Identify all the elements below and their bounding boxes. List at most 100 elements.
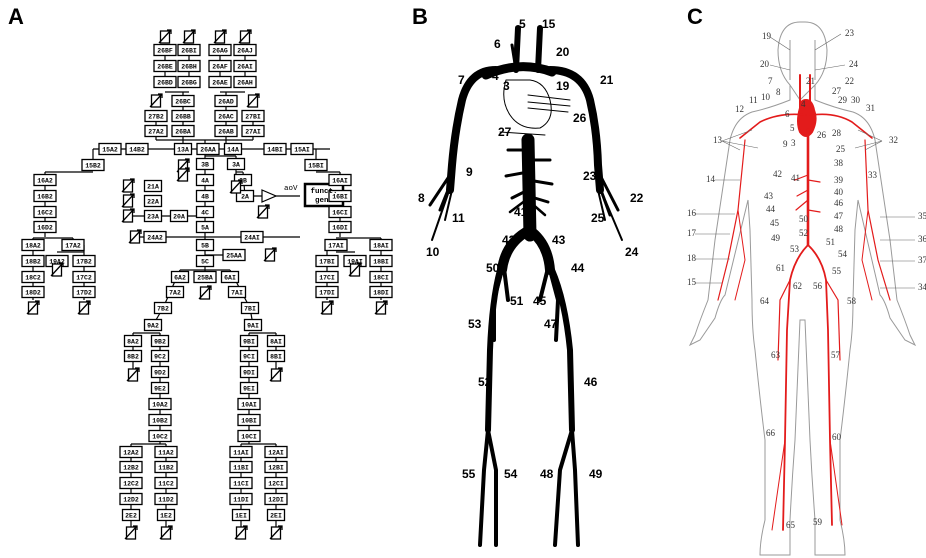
artery-segment-label: 20 xyxy=(556,45,570,59)
element-box-label: 25AA xyxy=(226,253,242,260)
terminal-resistor-symbol xyxy=(122,209,134,222)
element-box-label: 11C2 xyxy=(158,481,174,488)
network-element-box: 9EI xyxy=(241,383,258,394)
network-element-box: 21A xyxy=(145,181,162,192)
anatomy-label: 30 xyxy=(851,95,861,105)
network-element-box: 1E2 xyxy=(158,510,175,521)
network-element-box: 16D2 xyxy=(34,222,56,233)
element-box-label: 17C2 xyxy=(76,275,92,282)
network-element-box: 6A2 xyxy=(172,272,189,283)
element-box-label: 11D2 xyxy=(158,497,174,504)
network-element-box: 9C2 xyxy=(152,351,169,362)
network-element-box: 26BC xyxy=(172,96,194,107)
terminal-resistor-symbol xyxy=(122,179,134,192)
network-element-box: 12A2 xyxy=(120,447,142,458)
anatomy-label: 34 xyxy=(918,282,926,292)
anatomy-label: 29 xyxy=(838,95,848,105)
element-box-label: 6A2 xyxy=(174,275,186,282)
network-element-box: 24A2 xyxy=(144,232,166,243)
network-element-box: 26AB xyxy=(215,126,237,137)
element-box-label: 18B2 xyxy=(25,259,41,266)
element-box-label: 26BB xyxy=(175,114,191,121)
network-element-box: 18CI xyxy=(370,272,392,283)
artery-segment-label: 46 xyxy=(584,375,598,389)
element-box-label: 16CI xyxy=(332,210,348,217)
network-element-box: 12D2 xyxy=(120,494,142,505)
network-element-box: 18B2 xyxy=(22,256,44,267)
element-box-label: 11AI xyxy=(233,450,249,457)
anatomy-label: 25 xyxy=(836,144,846,154)
network-element-box: 9CI xyxy=(241,351,258,362)
network-element-box: 17AI xyxy=(325,240,347,251)
anatomy-label: 18 xyxy=(687,253,697,263)
network-element-box: 7BI xyxy=(242,303,259,314)
anatomy-label: 31 xyxy=(866,103,875,113)
anatomy-label: 35 xyxy=(918,211,926,221)
element-box-label: 2EI xyxy=(270,513,282,520)
element-box-label: 9CI xyxy=(243,354,255,361)
network-element-box: 17DI xyxy=(316,287,338,298)
anatomy-label: 62 xyxy=(793,281,802,291)
anatomy-label: 7 xyxy=(768,76,773,86)
element-box-label: 26BC xyxy=(175,99,191,106)
anatomy-label: 61 xyxy=(776,263,785,273)
element-box-label: 7AI xyxy=(231,290,243,297)
element-box-label: 12DI xyxy=(268,497,284,504)
network-element-box: 26BH xyxy=(178,61,200,72)
anatomy-label: 63 xyxy=(771,350,781,360)
element-box-label: 12A2 xyxy=(123,450,139,457)
network-element-box: 14B2 xyxy=(126,144,148,155)
network-element-box: 4B xyxy=(197,191,214,202)
funct-gen-label-1: funct. xyxy=(310,188,337,196)
network-element-box: 26BA xyxy=(172,126,194,137)
artery-segment-label: 51 xyxy=(510,294,524,308)
element-box-label: 17A2 xyxy=(65,243,81,250)
element-box-label: 15BI xyxy=(308,163,324,170)
element-box-label: 18A2 xyxy=(25,243,41,250)
element-box-label: 8AI xyxy=(270,339,282,346)
element-box-label: 9EI xyxy=(243,386,255,393)
network-element-box: 6AI xyxy=(222,272,239,283)
element-box-label: 22A xyxy=(147,199,159,206)
network-element-box: 27A2 xyxy=(145,126,167,137)
element-box-label: 11CI xyxy=(233,481,249,488)
network-element-box: 11DI xyxy=(230,494,252,505)
artery-segment-label: 4 xyxy=(492,69,499,83)
network-element-box: 9BI xyxy=(241,336,258,347)
element-box-label: 26AF xyxy=(212,64,228,71)
anatomy-label: 33 xyxy=(868,170,878,180)
network-element-box: 26AF xyxy=(209,61,231,72)
element-box-label: 16B2 xyxy=(37,194,53,201)
element-box-label: 16A2 xyxy=(37,178,53,185)
panel-c-leader-lines xyxy=(695,34,915,288)
network-element-box: 26AC xyxy=(215,111,237,122)
element-box-label: 1E2 xyxy=(160,513,172,520)
network-element-box: 17C2 xyxy=(73,272,95,283)
network-element-box: 4C xyxy=(197,207,214,218)
element-box-label: 14B2 xyxy=(129,147,145,154)
element-box-label: 18AI xyxy=(373,243,389,250)
network-element-box: 9A2 xyxy=(145,320,162,331)
element-box-label: 12C2 xyxy=(123,481,139,488)
network-element-box: 10BI xyxy=(238,415,260,426)
network-element-box: 8BI xyxy=(268,351,285,362)
network-element-box: 8A2 xyxy=(125,336,142,347)
network-element-box: 11D2 xyxy=(155,494,177,505)
terminal-resistor-symbol xyxy=(122,194,134,207)
network-element-box: 3A xyxy=(228,159,245,170)
element-box-label: 10BI xyxy=(241,418,257,425)
anatomy-label: 37 xyxy=(918,255,926,265)
network-element-box: 7A2 xyxy=(167,287,184,298)
network-element-box: 11C2 xyxy=(155,478,177,489)
anatomy-label: 55 xyxy=(832,266,842,276)
terminal-resistor-symbol xyxy=(129,230,141,243)
anatomy-label: 38 xyxy=(834,158,844,168)
network-element-box: 12C2 xyxy=(120,478,142,489)
element-box-label: 9C2 xyxy=(154,354,166,361)
artery-segment-label: 21 xyxy=(600,73,614,87)
element-box-label: 26BI xyxy=(181,48,197,55)
element-box-label: 17BI xyxy=(319,259,335,266)
anatomy-label: 36 xyxy=(918,234,926,244)
network-element-box: 11B2 xyxy=(155,462,177,473)
element-box-label: 9D2 xyxy=(154,370,166,377)
